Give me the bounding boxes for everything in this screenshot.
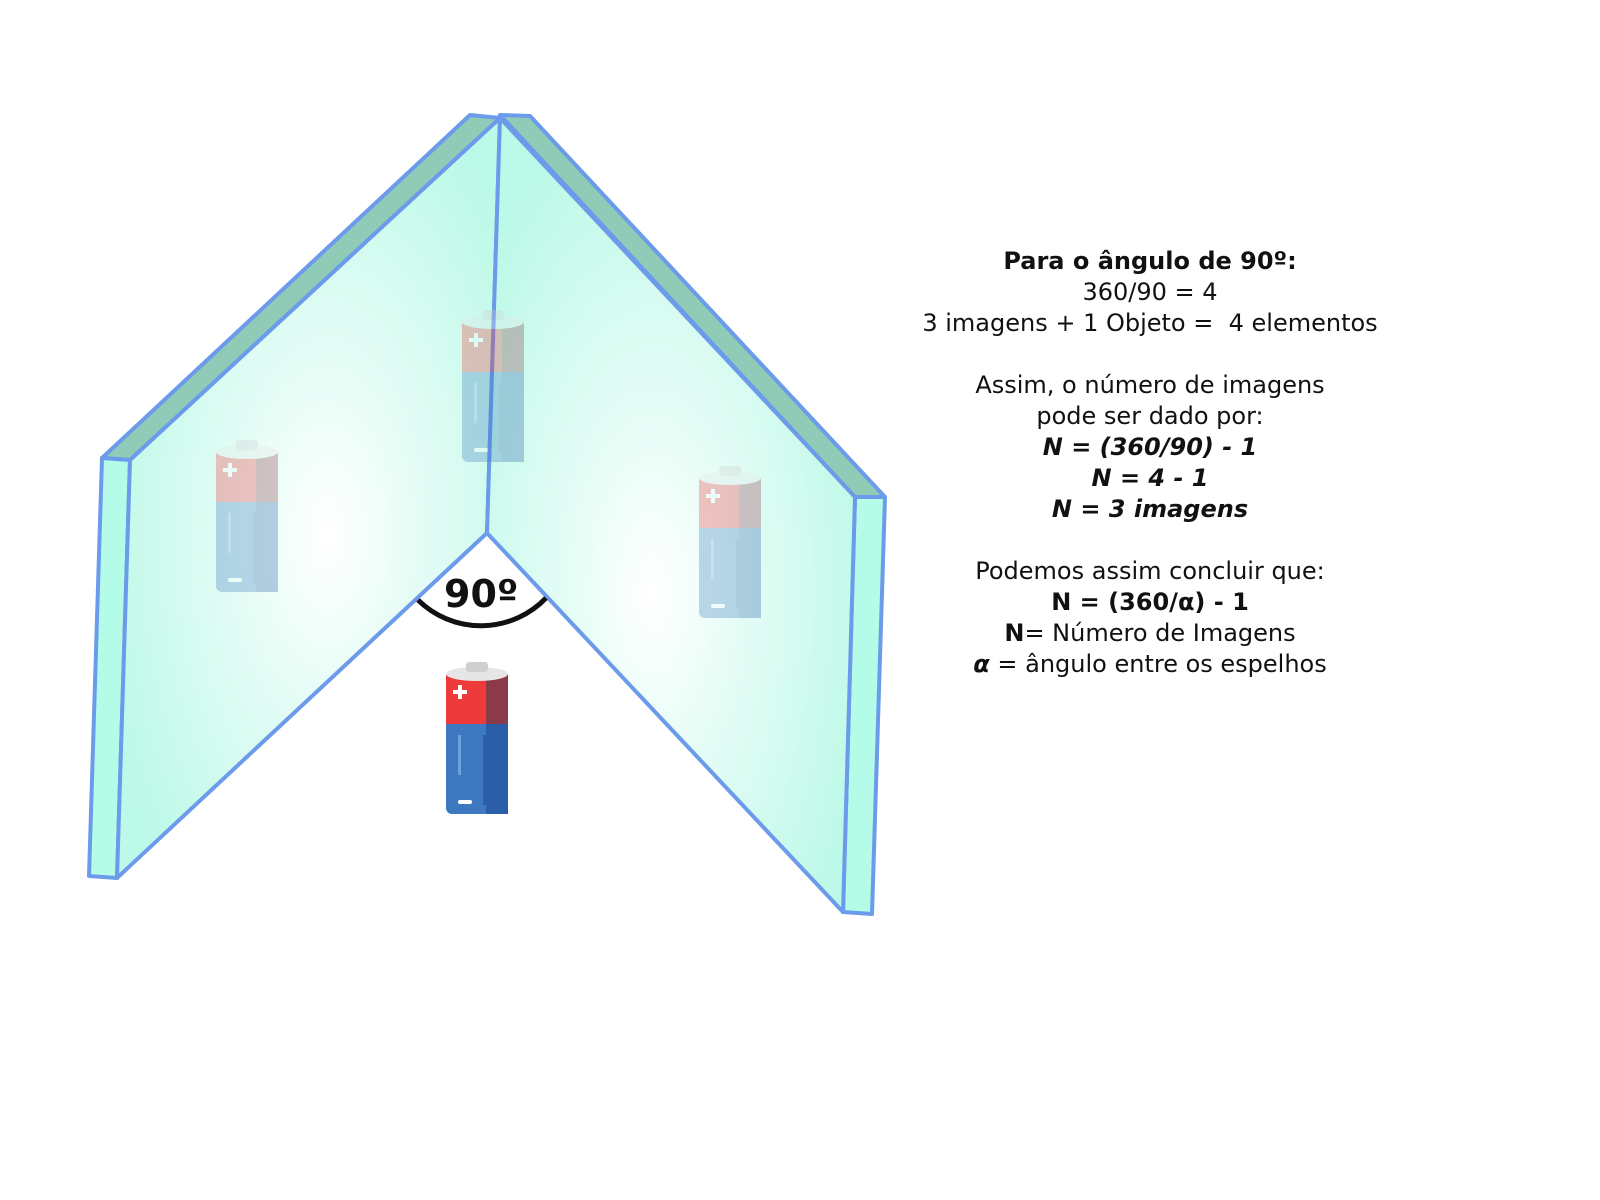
general-formula: N = (360/α) - 1: [1051, 588, 1249, 616]
symbol-n: N: [1004, 619, 1025, 647]
text-line: 360/90 = 4: [1082, 278, 1218, 306]
symbol-alpha: α: [973, 650, 990, 678]
explanation-text: Para o ângulo de 90º: 360/90 = 4 3 image…: [910, 246, 1390, 680]
right-mirror: [485, 113, 887, 916]
battery-image-center: [462, 310, 524, 462]
angle-label: 90º: [444, 572, 519, 616]
equation: N = (360/90) - 1: [1042, 433, 1258, 461]
angle-arc: [416, 596, 548, 629]
text-line: 3 imagens + 1 Objeto = 4 elementos: [922, 309, 1378, 337]
definition-n-text: = Número de Imagens: [1024, 619, 1296, 647]
equation: N = 3 imagens: [1051, 495, 1249, 523]
definition-alpha: α = ângulo entre os espelhos: [910, 649, 1390, 680]
text-line: Podemos assim concluir que:: [975, 557, 1325, 585]
battery-object: [446, 662, 508, 814]
battery-image-left: [216, 440, 278, 592]
text-line: pode ser dado por:: [1036, 402, 1264, 430]
text-line: Assim, o número de imagens: [975, 371, 1325, 399]
explanation-title: Para o ângulo de 90º:: [1003, 247, 1297, 275]
equation: N = 4 - 1: [1091, 464, 1209, 492]
battery-image-right: [699, 466, 761, 618]
definition-n: N= Número de Imagens: [910, 618, 1390, 649]
definition-alpha-text: = ângulo entre os espelhos: [989, 650, 1327, 678]
left-mirror: [87, 113, 502, 880]
